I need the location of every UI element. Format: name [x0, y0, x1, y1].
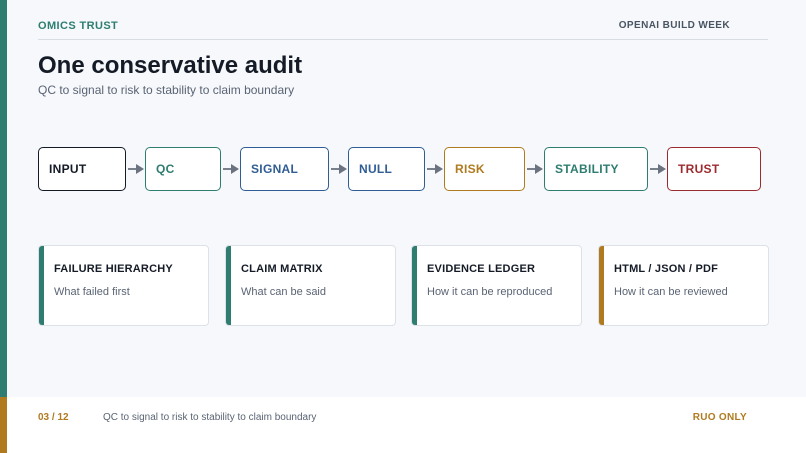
- stage-label: RISK: [455, 162, 485, 176]
- card-accent: [39, 246, 44, 325]
- arrow-right-icon: [331, 164, 347, 174]
- stage-signal: SIGNAL: [240, 147, 329, 191]
- event-label: OPENAI BUILD WEEK: [618, 20, 730, 31]
- card-accent: [226, 246, 231, 325]
- stage-label: TRUST: [678, 162, 720, 176]
- card-export-formats: HTML / JSON / PDF How it can be reviewed: [598, 245, 769, 326]
- card-failure-hierarchy: FAILURE HIERARCHY What failed first: [38, 245, 209, 326]
- card-description: What can be said: [241, 286, 326, 298]
- page-number: 03 / 12: [38, 412, 69, 423]
- card-description: What failed first: [54, 286, 130, 298]
- stage-label: SIGNAL: [251, 162, 299, 176]
- stage-risk: RISK: [444, 147, 525, 191]
- card-evidence-ledger: EVIDENCE LEDGER How it can be reproduced: [411, 245, 582, 326]
- card-title: EVIDENCE LEDGER: [427, 263, 536, 275]
- card-accent: [412, 246, 417, 325]
- stage-label: INPUT: [49, 162, 87, 176]
- card-title: FAILURE HIERARCHY: [54, 263, 173, 275]
- stage-label: NULL: [359, 162, 393, 176]
- arrow-right-icon: [427, 164, 443, 174]
- card-claim-matrix: CLAIM MATRIX What can be said: [225, 245, 396, 326]
- slide-title: One conservative audit: [38, 52, 303, 79]
- left-accent-bar-footer: [0, 397, 7, 453]
- slide-subtitle: QC to signal to risk to stability to cla…: [38, 83, 295, 97]
- arrow-right-icon: [650, 164, 666, 174]
- card-title: HTML / JSON / PDF: [614, 263, 719, 275]
- stage-null: NULL: [348, 147, 425, 191]
- stage-input: INPUT: [38, 147, 126, 191]
- slide-footer: 03 / 12 QC to signal to risk to stabilit…: [7, 397, 806, 453]
- card-title: CLAIM MATRIX: [241, 263, 323, 275]
- arrow-right-icon: [128, 164, 144, 174]
- left-accent-bar: [0, 0, 7, 397]
- card-accent: [599, 246, 604, 325]
- stage-label: STABILITY: [555, 162, 619, 176]
- stage-trust: TRUST: [667, 147, 761, 191]
- stage-qc: QC: [145, 147, 221, 191]
- arrow-right-icon: [527, 164, 543, 174]
- arrow-right-icon: [223, 164, 239, 174]
- footer-caption: QC to signal to risk to stability to cla…: [103, 412, 317, 423]
- brand-label: OMICS TRUST: [38, 20, 119, 32]
- slide-header: OMICS TRUST OPENAI BUILD WEEK: [38, 20, 768, 40]
- stage-stability: STABILITY: [544, 147, 648, 191]
- card-description: How it can be reproduced: [427, 286, 553, 298]
- card-description: How it can be reviewed: [614, 286, 728, 298]
- ruo-badge: RUO ONLY: [692, 412, 747, 423]
- stage-label: QC: [156, 162, 175, 176]
